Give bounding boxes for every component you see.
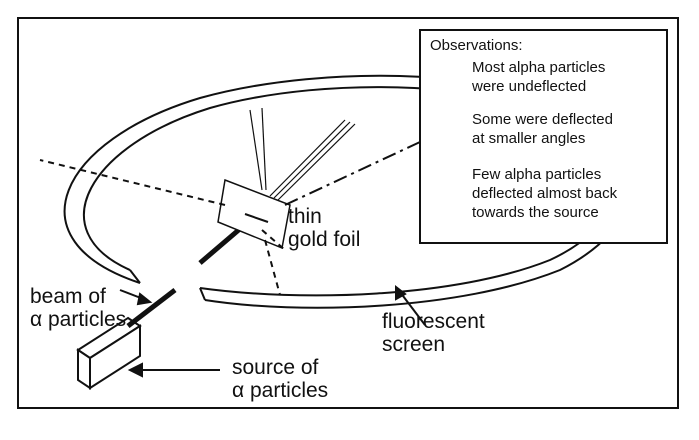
- screen-label: fluorescent screen: [382, 310, 485, 356]
- screen-arrow-head: [395, 284, 407, 301]
- legend-title: Observations:: [430, 37, 523, 54]
- undeflected-paths: [249, 107, 356, 201]
- source-arrow-head: [127, 362, 143, 378]
- foil-label: thin gold foil: [288, 205, 361, 251]
- screen-arrow-line: [399, 291, 426, 326]
- screen-end-left: [129, 269, 141, 284]
- outer-frame: [17, 17, 679, 409]
- foil-arrow-line: [244, 213, 269, 223]
- alpha-source-box: [76, 316, 142, 390]
- legend-item-small-angle: Some were deflected at smaller angles: [472, 111, 613, 147]
- alpha-beam: [126, 220, 250, 328]
- observations-legend: [419, 29, 668, 244]
- small-angle-path: [284, 141, 421, 206]
- beam-label: beam of α particles: [30, 285, 127, 331]
- arrows: [119, 213, 426, 378]
- beam-arrow-head: [136, 292, 153, 306]
- source-label: source of α particles: [232, 356, 329, 402]
- legend-item-backscatter: Few alpha particles deflected almost bac…: [472, 166, 618, 221]
- legend-item-undeflected: Most alpha particles were undeflected: [472, 59, 606, 95]
- screen-end-right: [199, 287, 206, 301]
- backscatter-paths: [39, 159, 286, 296]
